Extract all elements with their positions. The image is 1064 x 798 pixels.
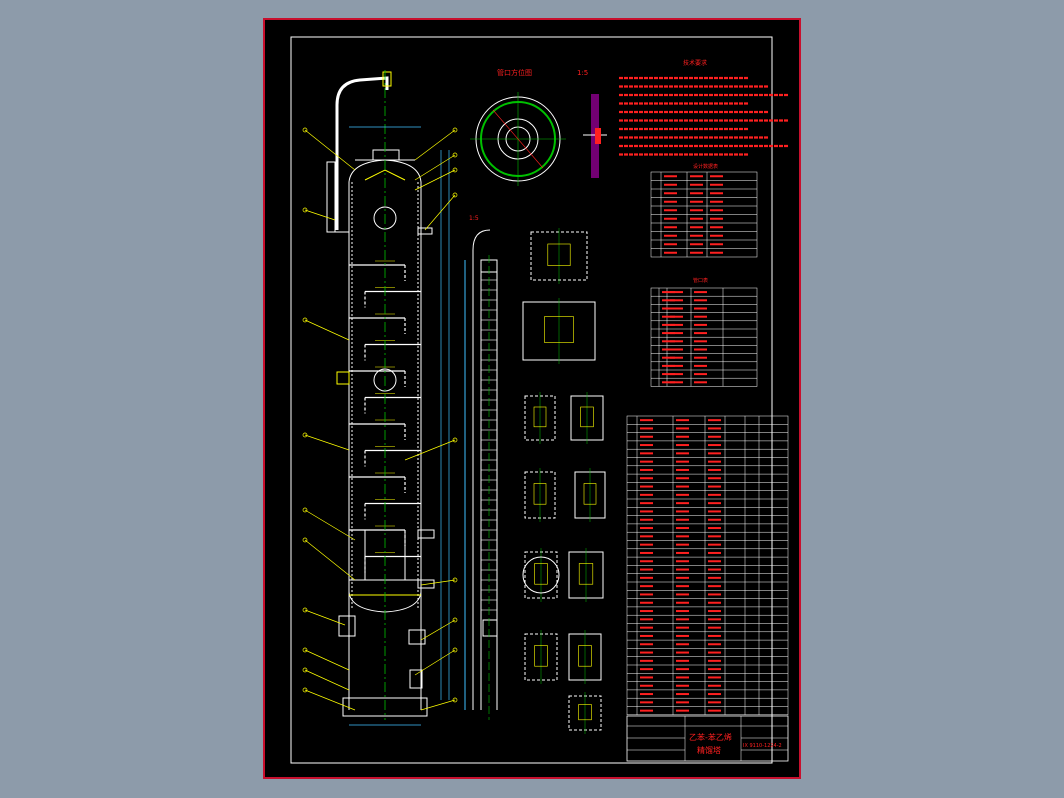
title-name-line2: 精馏塔 — [697, 745, 721, 755]
column-elevation — [326, 71, 435, 717]
tech-requirements-title: 技术要求 — [683, 59, 707, 67]
inner-frame — [290, 36, 773, 764]
nozzle-orientation-view: 管口方位图 — [470, 68, 566, 186]
engineering-drawing: 1:5 管口方位图 1:5 技术要求 设计数据表 — [290, 36, 789, 764]
hatch-detail: 1:5 — [577, 69, 607, 178]
column-trays — [349, 260, 421, 573]
drawing-sheet: 1:5 管口方位图 1:5 技术要求 设计数据表 — [263, 18, 801, 779]
title-name-line1: 乙苯-苯乙烯 — [689, 732, 732, 742]
technical-requirements: 技术要求 — [619, 59, 789, 156]
nozzle-table: 管口表 — [650, 277, 758, 387]
parts-list — [626, 415, 789, 716]
part-callouts — [302, 127, 458, 711]
nozzle-table-title: 管口表 — [693, 277, 708, 284]
nozzle-orientation-title: 管口方位图 — [497, 68, 532, 77]
design-data-table: 设计数据表 — [650, 163, 758, 258]
support-section-view — [464, 229, 498, 710]
column-dimensions — [349, 126, 450, 726]
drawing-number: IX 9110-1224-2 — [743, 743, 782, 749]
section-title: 1:5 — [469, 215, 479, 222]
title-block: 乙苯-苯乙烯 精馏塔 IX 9110-1224-2 — [626, 715, 789, 762]
detail-views — [522, 228, 606, 734]
detail-scale-label: 1:5 — [577, 69, 588, 77]
design-data-title: 设计数据表 — [693, 163, 718, 170]
tech-text-lines — [619, 76, 789, 156]
